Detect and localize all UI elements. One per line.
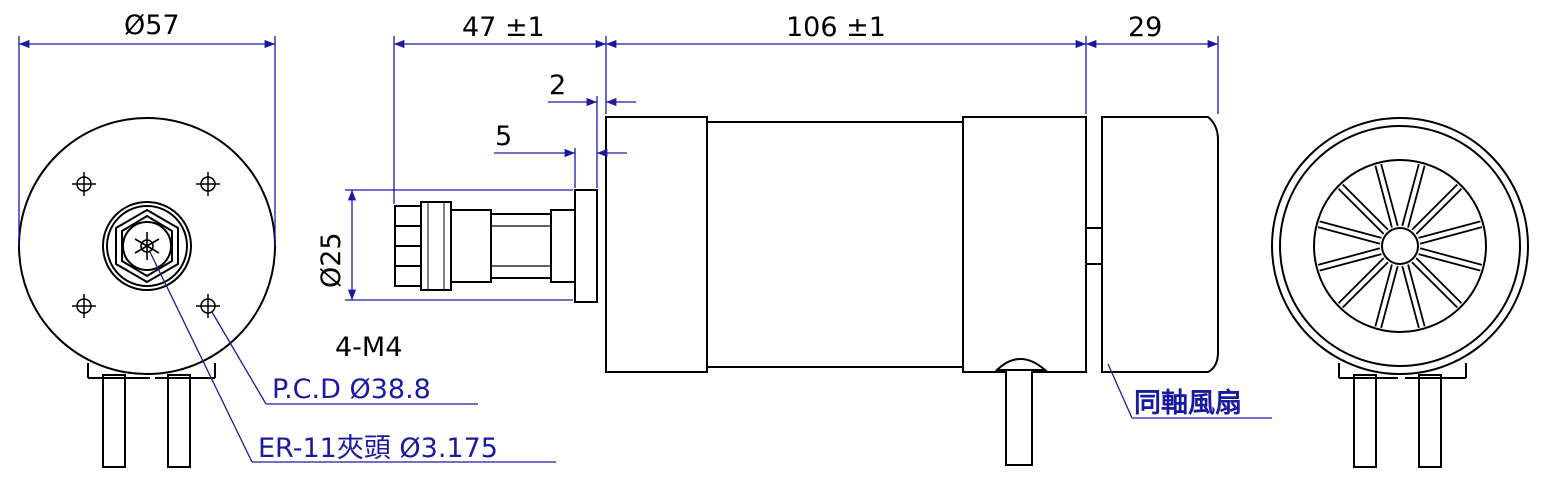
fan-hub	[1381, 227, 1419, 265]
fan-spoke	[1419, 247, 1483, 266]
flange-thickness-label: 2	[549, 70, 566, 101]
fan-spoke	[1407, 165, 1426, 228]
fan-spoke	[1337, 257, 1385, 304]
fan-spokes	[1317, 163, 1483, 329]
collet-nut-hex	[115, 208, 179, 284]
holes-label: 4-M4	[335, 332, 402, 363]
fan-spoke	[1374, 264, 1393, 327]
front-flange	[574, 189, 598, 303]
fan-spoke	[1415, 188, 1463, 235]
fan-spoke	[1319, 220, 1382, 239]
shaft-diameter-label: Ø25	[316, 232, 347, 288]
fan-spoke	[1380, 163, 1399, 227]
front-leaders	[149, 251, 556, 463]
fan-length-label: 29	[1128, 12, 1162, 43]
fan-spoke	[1342, 261, 1389, 309]
spindle-shaft	[490, 213, 552, 279]
fan-spoke	[1319, 253, 1382, 272]
collet-length-label: 47 ±1	[462, 12, 545, 43]
front-view	[18, 117, 276, 468]
collet-slots	[134, 232, 160, 260]
dim-front-diameter	[18, 36, 276, 246]
rear-legs	[1338, 363, 1467, 468]
fan-housing	[1101, 116, 1219, 373]
fan-spoke	[1401, 163, 1420, 227]
fan-spoke	[1419, 226, 1483, 245]
motor-body	[706, 121, 964, 368]
fan-spoke	[1401, 265, 1420, 329]
motor-front-cap	[605, 116, 708, 373]
fan-spoke	[1337, 188, 1385, 235]
shaft-offset-label: 5	[495, 121, 512, 152]
fan-spoke	[1411, 261, 1458, 309]
body-length-label: 106 ±1	[786, 12, 886, 43]
collet-label: ER-11夾頭 Ø3.175	[258, 433, 498, 464]
fan-spoke	[1415, 257, 1463, 304]
fan-spoke	[1317, 247, 1381, 266]
front-legs	[87, 363, 216, 468]
side-dimensions	[345, 36, 1272, 419]
fan-spoke	[1380, 265, 1399, 329]
mounting-holes	[72, 172, 220, 318]
fan-blade-ring	[1313, 159, 1487, 333]
fan-spoke	[1411, 183, 1458, 231]
fan-spoke	[1418, 220, 1481, 239]
pcd-label: P.C.D Ø38.8	[272, 374, 431, 405]
fan-spoke	[1407, 264, 1426, 327]
fan-spoke	[1418, 253, 1481, 272]
motor-rear-cap	[962, 116, 1087, 373]
coaxial-fan-label: 同軸風扇	[1134, 387, 1242, 419]
front-diameter-label: Ø57	[124, 10, 180, 41]
fan-spoke	[1374, 165, 1393, 228]
fan-spoke	[1342, 183, 1389, 231]
fan-spoke	[1317, 226, 1381, 245]
side-view	[394, 116, 1219, 466]
rear-view	[1271, 117, 1529, 468]
